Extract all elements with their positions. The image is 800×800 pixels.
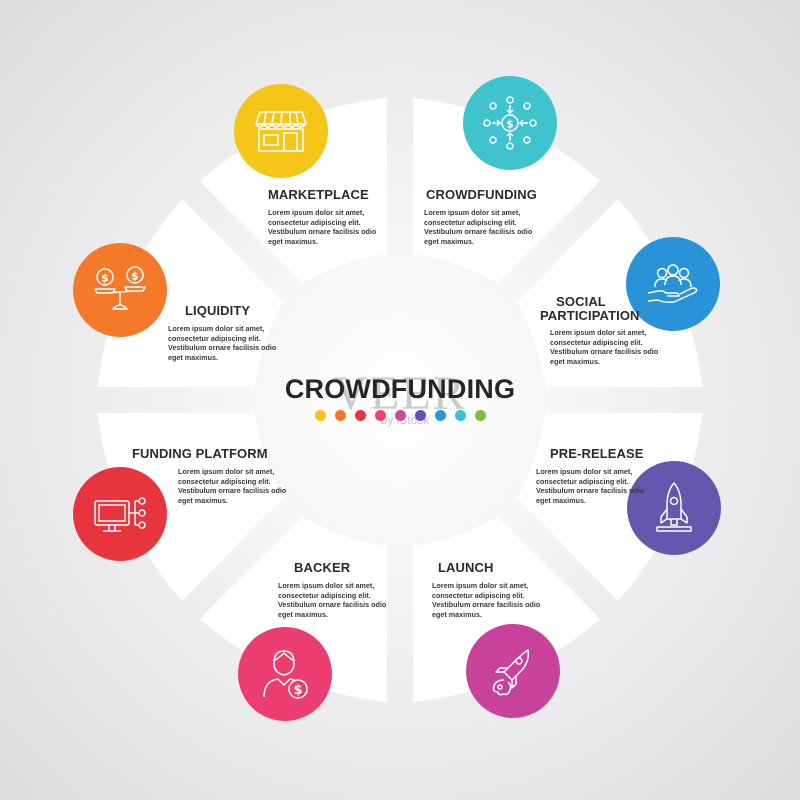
desc-marketplace: Lorem ipsum dolor sit amet, consectetur … bbox=[268, 208, 377, 246]
segment-panel-marketplace bbox=[200, 98, 387, 283]
center-dot bbox=[434, 410, 446, 421]
desc-liquidity: Lorem ipsum dolor sit amet, consectetur … bbox=[168, 324, 277, 362]
center-title: CROWDFUNDING bbox=[284, 374, 516, 404]
circle-liquidity: $ $ bbox=[73, 243, 167, 337]
center-dot bbox=[454, 410, 466, 421]
title-launch: LAUNCH bbox=[438, 560, 494, 575]
backer-person-icon: $ bbox=[263, 650, 308, 699]
segment-panel-crowdfunding bbox=[413, 98, 600, 283]
circle-funding bbox=[73, 467, 167, 561]
monitor-network-icon bbox=[94, 497, 146, 532]
desc-crowdfunding: Lorem ipsum dolor sit amet, consectetur … bbox=[424, 208, 533, 246]
circle-social bbox=[626, 237, 720, 331]
title-funding: FUNDING PLATFORM bbox=[132, 446, 268, 461]
circle-prerelease bbox=[627, 461, 721, 555]
center-dot bbox=[414, 410, 426, 421]
rocket-icon bbox=[656, 482, 692, 532]
title-marketplace: MARKETPLACE bbox=[268, 187, 369, 202]
segment-panel-backer bbox=[200, 517, 387, 702]
title-liquidity: LIQUIDITY bbox=[185, 303, 251, 318]
rocket-launch-icon bbox=[492, 649, 530, 696]
circle-backer: $ bbox=[238, 627, 332, 721]
segment-panel-liquidity bbox=[98, 199, 283, 387]
center-dot bbox=[374, 410, 386, 421]
center-dot bbox=[334, 410, 346, 421]
segment-panel-funding bbox=[98, 413, 283, 601]
title-backer: BACKER bbox=[294, 560, 351, 575]
desc-social: Lorem ipsum dolor sit amet, consectetur … bbox=[550, 328, 659, 366]
circle-marketplace bbox=[234, 84, 328, 178]
title-crowdfunding: CROWDFUNDING bbox=[426, 187, 537, 202]
center-dot bbox=[314, 410, 326, 421]
svg-text:$: $ bbox=[101, 272, 109, 285]
svg-text:$: $ bbox=[293, 683, 302, 698]
segment-panel-prerelease bbox=[517, 413, 702, 601]
storefront-icon bbox=[255, 111, 307, 152]
desc-prerelease: Lorem ipsum dolor sit amet, consectetur … bbox=[536, 467, 645, 505]
center-dots bbox=[300, 410, 500, 424]
title-prerelease: PRE-RELEASE bbox=[550, 446, 644, 461]
circle-launch bbox=[466, 624, 560, 718]
desc-backer: Lorem ipsum dolor sit amet, consectetur … bbox=[278, 581, 387, 619]
center-dot bbox=[354, 410, 366, 421]
svg-text:$: $ bbox=[506, 118, 514, 131]
people-in-hand-icon bbox=[647, 264, 698, 303]
segment-panel-launch bbox=[413, 517, 600, 702]
center-dot bbox=[474, 410, 486, 421]
desc-launch: Lorem ipsum dolor sit amet, consectetur … bbox=[432, 581, 541, 619]
balance-scale-icon: $ $ bbox=[94, 266, 146, 310]
svg-text:$: $ bbox=[131, 270, 139, 283]
segment-panel-social bbox=[517, 199, 702, 387]
center-dot bbox=[394, 410, 406, 421]
circle-crowdfunding: $ bbox=[463, 76, 557, 170]
desc-funding: Lorem ipsum dolor sit amet, consectetur … bbox=[178, 467, 287, 505]
money-network-icon: $ bbox=[483, 96, 537, 150]
